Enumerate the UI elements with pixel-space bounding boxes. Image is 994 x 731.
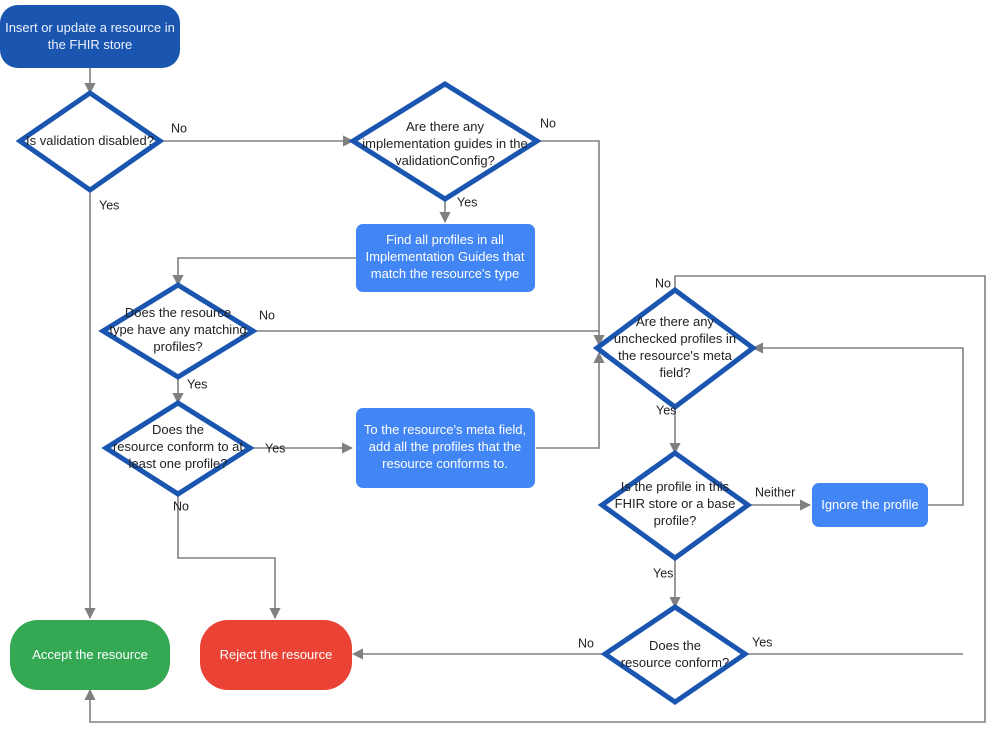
resource-conform-shape (600, 603, 750, 706)
node-is-validation-disabled[interactable]: Is validation disabled? (15, 89, 165, 194)
edges-layer (84, 68, 986, 723)
edge-labels-layer: No Yes No Yes No Yes Yes No No Yes Neith… (99, 116, 795, 650)
resource-conform-line2: resource conform? (621, 655, 729, 670)
find-all-profiles-line1: Find all profiles in all (386, 232, 504, 247)
ignore-profile-label: Ignore the profile (821, 497, 919, 512)
edge-findprofiles-to-matching (172, 257, 356, 287)
find-all-profiles-line3: match the resource's type (371, 266, 519, 281)
edge-label-conform-yes: Yes (752, 635, 772, 649)
edge-impl-no (537, 140, 605, 347)
node-accept-resource[interactable]: Accept the resource (10, 620, 170, 690)
reject-resource-shape (200, 620, 352, 690)
node-matching-profiles[interactable]: Does the resource type have any matching… (98, 282, 258, 380)
node-find-all-profiles[interactable]: Find all profiles in all Implementation … (356, 224, 535, 292)
edge-label-conformone-yes: Yes (265, 441, 285, 455)
profile-in-store-shape (597, 449, 753, 562)
node-add-profiles-to-meta[interactable]: To the resource's meta field, add all th… (356, 408, 535, 488)
add-profiles-to-meta-shape (356, 408, 535, 488)
unchecked-profiles-line4: field? (659, 365, 690, 380)
edge-label-impl-yes: Yes (457, 195, 477, 209)
edge-label-unchecked-no: No (655, 276, 671, 290)
profile-in-store-line3: profile? (654, 513, 697, 528)
edge-label-impl-no: No (540, 116, 556, 130)
is-validation-disabled-label: Is validation disabled? (26, 133, 154, 148)
edge-label-conform-no: No (578, 636, 594, 650)
node-resource-conform[interactable]: Does the resource conform? (600, 603, 750, 706)
unchecked-profiles-line2: unchecked profiles in (614, 331, 736, 346)
resource-conform-line1: Does the (649, 638, 701, 653)
profile-in-store-line1: Is the profile in this (621, 479, 730, 494)
node-conform-one-profile[interactable]: Does the resource conform to at least on… (101, 400, 255, 497)
edge-label-profile-yes: Yes (653, 566, 673, 580)
edge-label-matching-yes: Yes (187, 377, 207, 391)
start-shape (0, 5, 180, 68)
edge-conformone-no (177, 494, 281, 620)
add-profiles-to-meta-line2: add all the profiles that the (369, 439, 522, 454)
node-start[interactable]: Insert or update a resource in the FHIR … (0, 5, 180, 68)
node-profile-in-store[interactable]: Is the profile in this FHIR store or a b… (597, 449, 753, 562)
ignore-profile-shape (812, 483, 928, 527)
node-implementation-guides[interactable]: Are there any implementation guides in t… (348, 81, 542, 202)
conform-one-profile-line2: resource conform to at (113, 439, 243, 454)
matching-profiles-shape (98, 282, 258, 380)
node-ignore-profile[interactable]: Ignore the profile (812, 483, 928, 527)
accept-resource-shape (10, 620, 170, 690)
unchecked-profiles-line1: Are there any (636, 314, 715, 329)
add-profiles-to-meta-line3: resource conforms to. (382, 456, 508, 471)
start-label-line1: Insert or update a resource in (5, 20, 175, 35)
implementation-guides-line3: validationConfig? (395, 153, 495, 168)
node-reject-resource[interactable]: Reject the resource (200, 620, 352, 690)
conform-one-profile-line3: least one profile? (128, 456, 227, 471)
add-profiles-to-meta-line1: To the resource's meta field, (364, 422, 526, 437)
implementation-guides-shape (348, 81, 542, 202)
node-unchecked-profiles[interactable]: Are there any unchecked profiles in the … (592, 286, 758, 411)
matching-profiles-line1: Does the resource (125, 305, 231, 320)
conform-one-profile-line1: Does the (152, 422, 204, 437)
implementation-guides-line2: implementation guides in the (362, 136, 528, 151)
matching-profiles-line2: type have any matching (109, 322, 246, 337)
start-label-line2: the FHIR store (48, 37, 133, 52)
matching-profiles-line3: profiles? (153, 339, 202, 354)
edge-label-conformone-no: No (173, 499, 189, 513)
edge-label-unchecked-yes: Yes (656, 403, 676, 417)
edge-unchecked-no (84, 275, 986, 723)
unchecked-profiles-shape (592, 286, 758, 411)
accept-resource-label: Accept the resource (32, 647, 148, 662)
profile-in-store-line2: FHIR store or a base (615, 496, 736, 511)
edge-label-profile-neither: Neither (755, 485, 795, 499)
edge-label-matching-no: No (259, 308, 275, 322)
find-all-profiles-line2: Implementation Guides that (366, 249, 525, 264)
is-validation-disabled-shape (15, 89, 165, 194)
edge-label-validation-yes: Yes (99, 198, 119, 212)
reject-resource-label: Reject the resource (220, 647, 333, 662)
edge-addprofiles-to-unchecked (536, 351, 605, 449)
unchecked-profiles-line3: the resource's meta (618, 348, 733, 363)
find-all-profiles-shape (356, 224, 535, 292)
conform-one-profile-shape (101, 400, 255, 497)
edge-ignore-back-to-unchecked (751, 342, 964, 506)
implementation-guides-line1: Are there any (406, 119, 485, 134)
edge-label-validation-no: No (171, 121, 187, 135)
